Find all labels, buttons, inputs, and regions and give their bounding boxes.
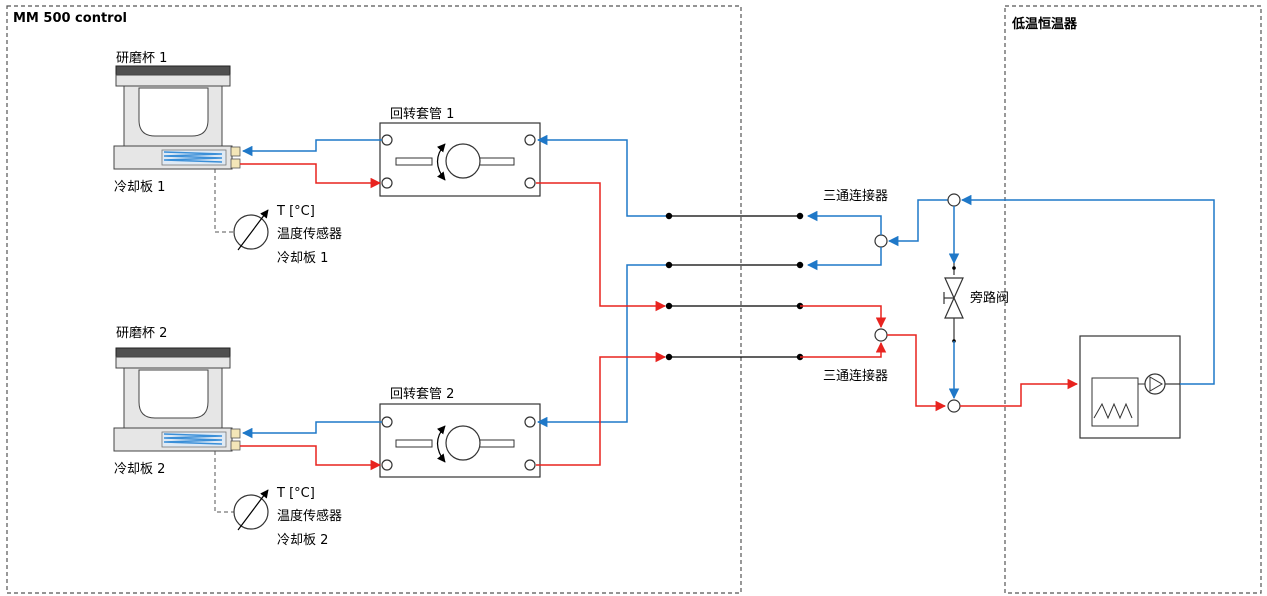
svg-text:温度传感器: 温度传感器 [277, 508, 342, 524]
bypass-valve-label: 旁路阀 [970, 290, 1009, 306]
plate-joint-lines [240, 139, 382, 471]
grinding-jar-2: 研磨杯 2 [115, 326, 231, 429]
cooling-coil-icon [163, 151, 223, 163]
svg-text:温度传感器: 温度传感器 [277, 226, 342, 242]
cooling-plate-label: 冷却板 1 [114, 180, 165, 195]
outlet-port [230, 440, 241, 451]
tee-connector-label: 三通连接器 [823, 368, 888, 384]
rotary-joint-label: 回转套管 1 [390, 106, 454, 122]
inlet-port [230, 428, 241, 439]
cooling-coil-icon [163, 433, 223, 445]
return-tee [947, 399, 961, 413]
rotary-joint-1: 回转套管 1 [379, 106, 541, 197]
rotation-icon [436, 143, 446, 181]
temperature-sensor-1: T [°C] 温度传感器 冷却板 1 [214, 169, 342, 266]
cryostat-frame [1004, 5, 1262, 594]
mm500-control-frame [6, 5, 742, 594]
inlet-port [230, 146, 241, 157]
cooling-plate-label: 冷却板 2 [114, 462, 165, 477]
tee-connector-label: 三通连接器 [823, 188, 888, 204]
joint-coupling-lines [536, 134, 669, 466]
svg-text:T [°C]: T [°C] [276, 486, 315, 501]
heater-icon [1093, 402, 1133, 420]
rotation-icon [436, 425, 446, 463]
svg-text:T [°C]: T [°C] [276, 204, 315, 219]
temperature-sensor-2: T [°C] 温度传感器 冷却板 2 [214, 451, 342, 548]
mm500-control-title: MM 500 control [13, 11, 127, 26]
top-tee-connector: 三通连接器 [823, 188, 888, 248]
tee-lines [800, 199, 948, 412]
cooling-plate-2: 冷却板 2 [113, 427, 241, 477]
grinding-jar-label: 研磨杯 1 [116, 51, 167, 66]
grinding-jar-1: 研磨杯 1 [115, 51, 231, 147]
rotary-joint-label: 回转套管 2 [390, 386, 454, 402]
cryostat-unit [1079, 335, 1181, 439]
cooling-plate-1: 冷却板 1 [113, 145, 241, 195]
bypass-valve: 旁路阀 [943, 206, 1009, 400]
bottom-tee-connector: 三通连接器 [823, 328, 888, 384]
svg-text:冷却板 2: 冷却板 2 [277, 533, 328, 548]
cryostat-lines [960, 194, 1215, 407]
svg-text:冷却板 1: 冷却板 1 [277, 251, 328, 266]
grinding-jar-label: 研磨杯 2 [116, 326, 167, 341]
supply-tee [947, 193, 961, 207]
quick-couplings [665, 212, 804, 361]
rotary-joint-2: 回转套管 2 [379, 386, 541, 478]
outlet-port [230, 158, 241, 169]
cryostat-title: 低温恒温器 [1011, 16, 1078, 32]
